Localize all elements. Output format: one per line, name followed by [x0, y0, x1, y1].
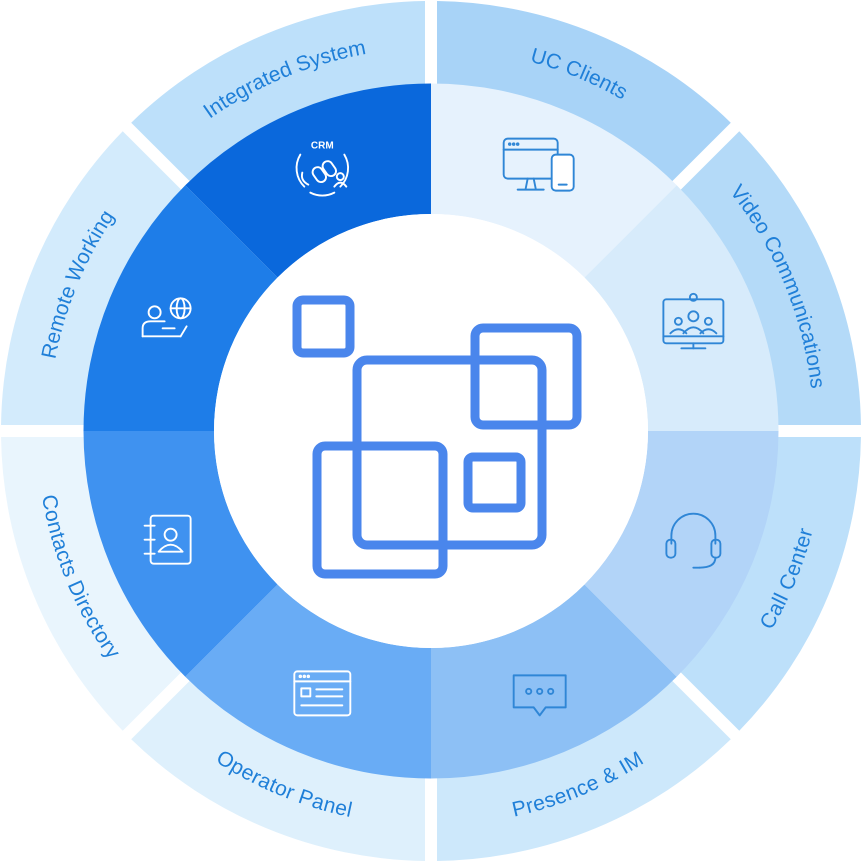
logo-square: [352, 355, 547, 550]
segment-contacts-directory: Contacts Directory: [1, 431, 278, 731]
inner-band: [584, 431, 779, 677]
logo-square: [463, 452, 526, 513]
crm-integration-icon: CRM: [295, 141, 350, 197]
outer-band: [131, 680, 426, 861]
segment-video-communications: Video Communications: [584, 131, 861, 431]
inner-band: [185, 83, 431, 278]
outer-band: [680, 131, 861, 426]
segment-call-center: Call Center: [584, 431, 861, 731]
segment-remote-working: Remote Working: [1, 131, 278, 431]
segment-presence-im: Presence & IM: [431, 584, 731, 861]
inner-band: [431, 584, 677, 779]
logo-square: [292, 295, 355, 358]
segment-operator-panel: Operator Panel: [131, 584, 431, 861]
outer-band: [1, 131, 182, 426]
logo-square: [312, 441, 448, 579]
crm-label: CRM: [311, 141, 334, 152]
outer-band: [680, 436, 861, 731]
segment-uc-clients: UC Clients: [431, 1, 731, 278]
center-circle: [214, 214, 648, 648]
inner-band: [584, 185, 779, 431]
outer-band: [1, 436, 182, 731]
logo-square: [470, 323, 582, 430]
outer-band: [131, 1, 426, 182]
squares-logo-icon: [292, 295, 582, 579]
inner-band: [83, 431, 278, 677]
outer-band: [436, 680, 731, 861]
outer-band: [436, 1, 731, 182]
